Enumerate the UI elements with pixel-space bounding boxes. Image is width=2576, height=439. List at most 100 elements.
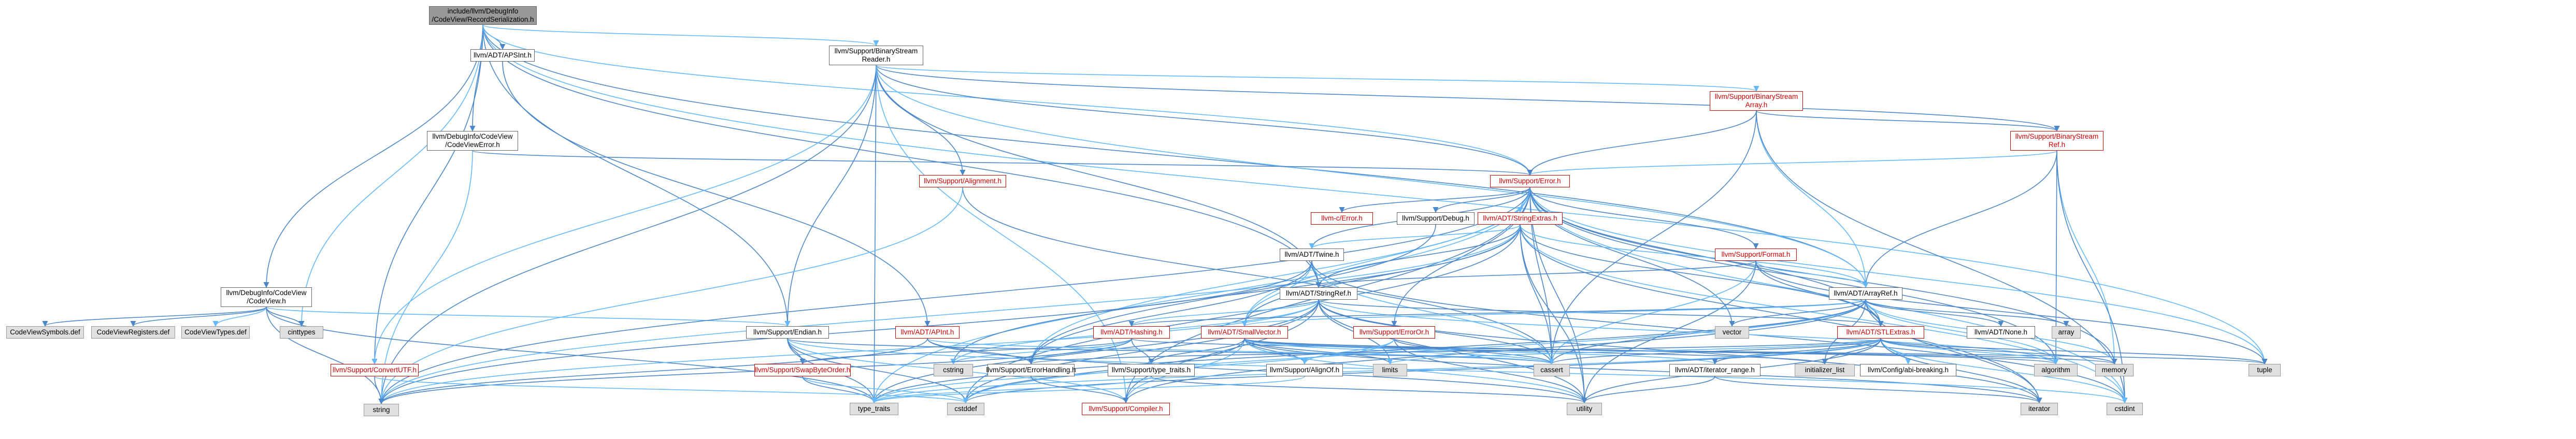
edge-stlextras-to-errorhandling (1028, 338, 1881, 365)
node-apsint-h[interactable]: llvm/ADT/APSInt.h (470, 49, 535, 62)
node-endian-h[interactable]: llvm/Support/Endian.h (746, 326, 829, 339)
node-llvm-type-traits-h[interactable]: llvm/Support/type_traits.h (1108, 364, 1195, 376)
node-binary-stream-ref-h[interactable]: llvm/Support/BinaryStream Ref.h (2010, 131, 2103, 151)
edge-stringref-to-stlextras (1318, 299, 1884, 327)
edge-convertutf-to-cstddef (374, 376, 969, 404)
node-tuple[interactable]: tuple (2249, 364, 2281, 376)
edge-binarystreamref-to-cstdint (2056, 150, 2128, 404)
edge-codeviewerror-to-string (378, 150, 473, 405)
node-memory[interactable]: memory (2095, 364, 2134, 376)
edge-error-to-type_traits (871, 187, 1530, 404)
node-binary-stream-array-h[interactable]: llvm/Support/BinaryStream Array.h (1710, 91, 1803, 111)
edge-stringextras-to-cstdint (1520, 224, 2128, 404)
edge-codeview-to-type_traits (266, 306, 877, 404)
node-stl-extras-h[interactable]: llvm/ADT/STLExtras.h (1837, 326, 1924, 339)
edge-alignment-to-cassert (962, 187, 1555, 365)
node-cstdint[interactable]: cstdint (2107, 403, 2143, 415)
node-codeview-h[interactable]: llvm/DebugInfo/CodeView /CodeView.h (221, 287, 312, 307)
edge-arrayref-to-hashing (1128, 299, 1866, 327)
edge-apint-to-cassert (927, 338, 1555, 365)
edge-stlextras-to-algorithm (1880, 338, 2059, 365)
edge-apint-to-string (378, 338, 928, 405)
node-limits[interactable]: limits (1373, 364, 1407, 376)
node-swap-byte-order-h[interactable]: llvm/Support/SwapByteOrder.h (754, 364, 851, 376)
edge-stringextras-to-twine (1309, 224, 1521, 250)
node-convert-utf-h[interactable]: llvm/Support/ConvertUTF.h (331, 364, 419, 376)
edge-binarystreamarray-to-arrayref (1756, 110, 1869, 288)
edge-binarystreamreader-to-binarystreamref (876, 65, 2060, 132)
node-utility[interactable]: utility (1567, 403, 1602, 415)
edge-stlextras-to-iterator (1880, 338, 2042, 404)
node-record-serialization-h[interactable]: include/llvm/DebugInfo /CodeView/RecordS… (429, 6, 537, 25)
edge-endian-to-cstddef (787, 338, 969, 404)
node-cstddef[interactable]: cstddef (947, 403, 984, 415)
edge-hashing-to-cstring (950, 338, 1132, 365)
node-error-or-h[interactable]: llvm/Support/ErrorOr.h (1353, 326, 1435, 339)
node-hashing-h[interactable]: llvm/ADT/Hashing.h (1093, 326, 1170, 339)
edge-stringextras-to-iterator (1520, 224, 2042, 404)
edge-root-to-error (482, 24, 1533, 176)
node-codeview-error-h[interactable]: llvm/DebugInfo/CodeView /CodeViewError.h (427, 131, 518, 151)
node-cinttypes[interactable]: cinttypes (280, 326, 323, 339)
node-string-extras-h[interactable]: llvm/ADT/StringExtras.h (1478, 212, 1563, 225)
node-array[interactable]: array (2052, 326, 2081, 339)
node-cstring[interactable]: cstring (934, 364, 973, 376)
edge-stlextras-to-cstddef (963, 338, 1881, 404)
node-compiler-h[interactable]: llvm/Support/Compiler.h (1082, 403, 1170, 415)
node-codeview-symbols-def[interactable]: CodeViewSymbols.def (6, 326, 84, 339)
edge-root-to-arrayref (482, 24, 1869, 288)
node-small-vector-h[interactable]: llvm/ADT/SmallVector.h (1201, 326, 1288, 339)
edge-arrayref-to-type_traits (871, 299, 1866, 404)
node-algorithm[interactable]: algorithm (2034, 364, 2078, 376)
edge-error-to-debug (1433, 187, 1530, 213)
edge-stringextras-to-stlextras (1520, 224, 1884, 327)
edge-arrayref-to-smallvector (1241, 299, 1866, 327)
node-format-h[interactable]: llvm/Support/Format.h (1715, 248, 1797, 261)
edge-codeview-to-codeviewregisters (130, 306, 267, 327)
edge-twine-to-errorhandling (1028, 260, 1312, 365)
node-vector[interactable]: vector (1715, 326, 1749, 339)
node-apint-h[interactable]: llvm/ADT/APInt.h (895, 326, 960, 339)
edge-binarystreamreader-to-endian (784, 65, 877, 327)
node-twine-h[interactable]: llvm/ADT/Twine.h (1280, 248, 1344, 261)
edge-root-to-convertutf (371, 24, 483, 365)
node-string-ref-h[interactable]: llvm/ADT/StringRef.h (1280, 287, 1357, 300)
edge-stringextras-to-utility (1520, 224, 1587, 404)
node-abi-breaking-h[interactable]: llvm/Config/abi-breaking.h (1860, 364, 1956, 376)
node-codeview-types-def[interactable]: CodeViewTypes.def (181, 326, 250, 339)
node-error-h[interactable]: llvm/Support/Error.h (1490, 175, 1570, 187)
edge-stlextras-to-cstdint (1880, 338, 2128, 404)
edge-root-to-stringref (482, 24, 1322, 288)
edge-codeview-to-codeviewsymbols (42, 306, 267, 327)
edge-binarystreamref-to-memory (2056, 150, 2117, 365)
node-iterator-range-h[interactable]: llvm/ADT/iterator_range.h (1669, 364, 1761, 376)
node-cassert[interactable]: cassert (1534, 364, 1570, 376)
node-alignment-h[interactable]: llvm/Support/Alignment.h (919, 175, 1006, 187)
edge-binarystreamreader-to-stringref (876, 65, 1322, 288)
node-debug-h[interactable]: llvm/Support/Debug.h (1397, 212, 1475, 225)
edge-binarystreamreader-to-type_traits (871, 65, 877, 404)
edge-debug-to-errorhandling (1028, 224, 1436, 365)
edge-twine-to-string (378, 260, 1312, 405)
edge-arrayref-to-cstddef (963, 299, 1866, 404)
edge-stlextras-to-cassert (1549, 338, 1881, 365)
edge-format-to-utility (1581, 260, 1756, 404)
edge-root-to-cinttypes (298, 24, 483, 327)
edge-arrayref-to-vector (1729, 299, 1866, 327)
node-iterator[interactable]: iterator (2021, 403, 2058, 415)
node-codeview-registers-def[interactable]: CodeViewRegisters.def (91, 326, 175, 339)
edge-smallvector-to-memory (1244, 338, 2117, 365)
node-error-handling-h[interactable]: llvm/Support/ErrorHandling.h (986, 364, 1076, 376)
edge-error-to-tuple (1529, 187, 2268, 365)
node-llvm-c-error-h[interactable]: llvm-c/Error.h (1311, 212, 1373, 225)
edge-swapbyteorder-to-type_traits (802, 376, 877, 404)
node-type-traits[interactable]: type_traits (850, 403, 898, 415)
edge-format-to-arrayref (1755, 260, 1869, 288)
edge-stringref-to-type_traits (871, 299, 1319, 404)
node-align-of-h[interactable]: llvm/Support/AlignOf.h (1266, 364, 1343, 376)
node-initializer-list[interactable]: initializer_list (1795, 364, 1855, 376)
node-string[interactable]: string (364, 404, 399, 416)
node-binary-stream-reader-h[interactable]: llvm/Support/BinaryStream Reader.h (829, 46, 923, 65)
node-array-ref-h[interactable]: llvm/ADT/ArrayRef.h (1829, 287, 1902, 300)
node-none-h[interactable]: llvm/ADT/None.h (1967, 326, 2035, 339)
